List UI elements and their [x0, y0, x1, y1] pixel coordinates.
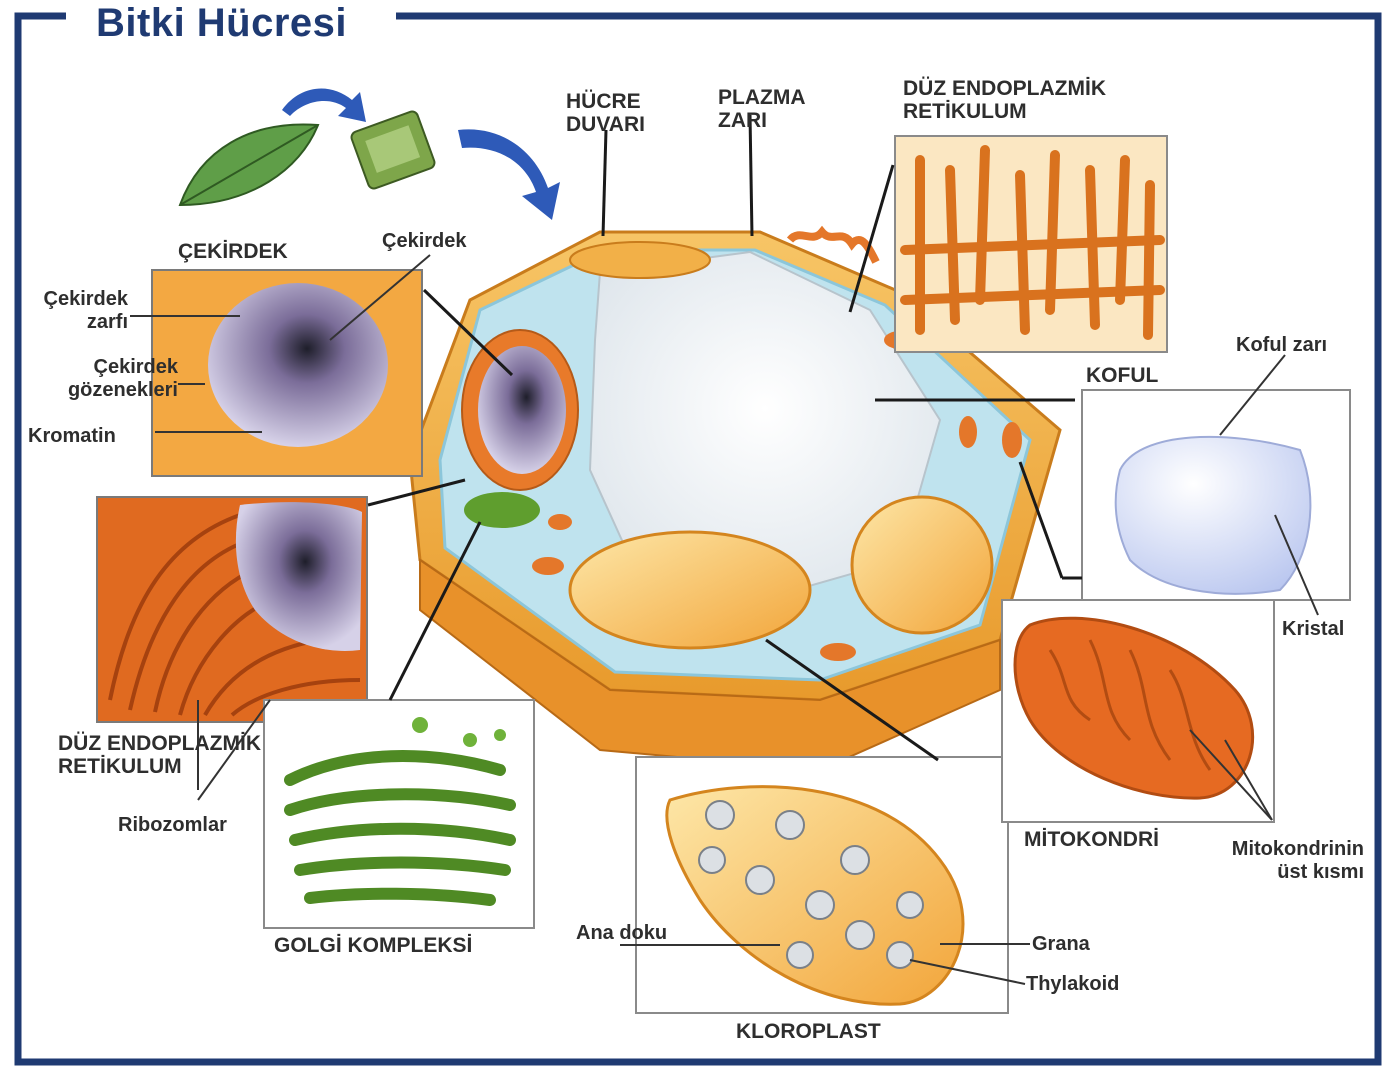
- leaf-icon: [180, 124, 318, 205]
- label-thylakoid: Thylakoid: [1026, 973, 1119, 996]
- label-chromatin: Kromatin: [28, 425, 116, 448]
- nucleus-inset: [152, 270, 422, 476]
- label-vacuole: KOFUL: [1086, 364, 1158, 387]
- rough-er-inset: [97, 497, 367, 722]
- label-crystal: Kristal: [1282, 618, 1344, 641]
- label-nucleus: Çekirdek: [382, 230, 467, 253]
- chloroplast-inset: [636, 757, 1008, 1013]
- smooth-er-inset: [895, 136, 1167, 352]
- label-golgi: GOLGİ KOMPLEKSİ: [274, 934, 472, 957]
- mitochondria-inset: [1002, 600, 1274, 822]
- label-ribosomes: Ribozomlar: [118, 814, 227, 837]
- label-grana: Grana: [1032, 933, 1090, 956]
- label-mitochondria: MİTOKONDRİ: [1024, 828, 1159, 851]
- label-nucleus-box: ÇEKİRDEK: [178, 240, 288, 263]
- page-title: Bitki Hücresi: [96, 0, 347, 46]
- tissue-sample-icon: [350, 110, 436, 190]
- golgi-inset: [264, 700, 534, 928]
- vacuole-inset: [1082, 390, 1350, 600]
- label-vacuole-membrane: Koful zarı: [1236, 334, 1327, 357]
- label-chloroplast: KLOROPLAST: [736, 1020, 881, 1043]
- label-stroma: Ana doku: [576, 922, 667, 945]
